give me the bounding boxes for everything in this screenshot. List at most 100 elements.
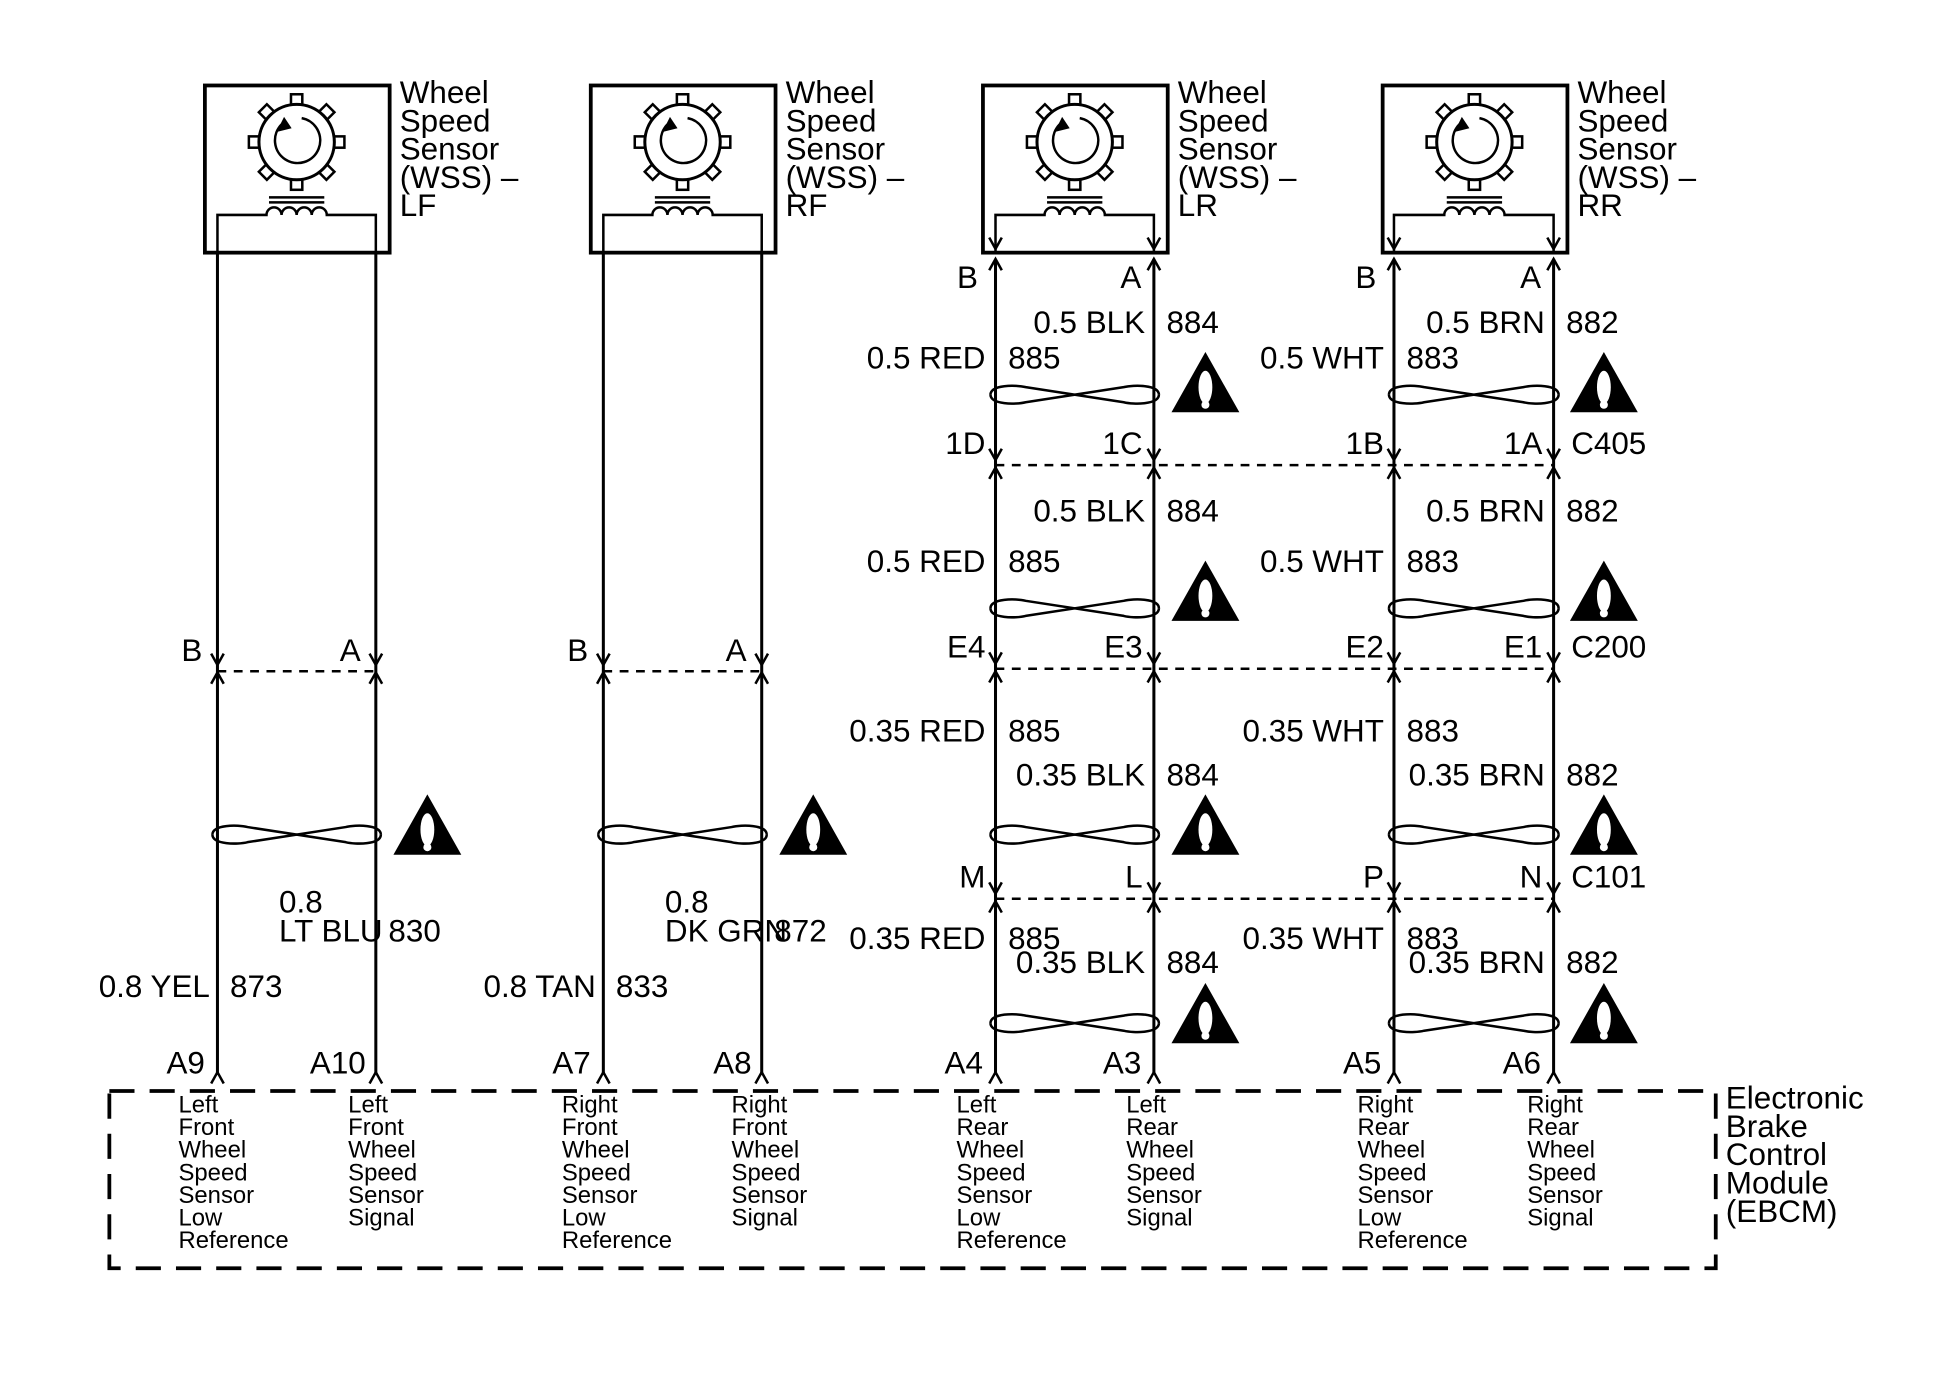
ebcm-pin-description: Reference <box>1358 1227 1468 1254</box>
sensor-title-line: Speed <box>1178 103 1269 138</box>
ebcm-pin-description: Reference <box>562 1227 672 1254</box>
connector-pin-chevron <box>1146 1069 1162 1085</box>
circuit-number: 885 <box>1008 340 1060 375</box>
connector-pin-chevron <box>754 669 770 685</box>
pin-label: E1 <box>1504 629 1542 664</box>
ebcm-pin-description: Sensor <box>1126 1182 1202 1209</box>
sensor-title-line: Wheel <box>1178 75 1267 110</box>
pin-label: M <box>959 859 985 894</box>
connector-pin-chevron <box>1386 465 1402 480</box>
connector-pin-chevron <box>368 669 384 685</box>
connector-pin-chevron <box>1146 898 1162 914</box>
ebcm-pin-description: Wheel <box>957 1137 1025 1164</box>
sensor-title-line: Sensor <box>1577 132 1677 167</box>
pin-label: A <box>726 633 747 668</box>
ebcm-pin-description: Low <box>957 1205 1002 1232</box>
circuit-number: 885 <box>1008 714 1060 749</box>
warning-exclamation-bar <box>1198 370 1213 404</box>
ebcm-pin-description: Wheel <box>562 1137 630 1164</box>
warning-icon <box>393 794 462 855</box>
ebcm-pin-description: Rear <box>1126 1114 1178 1141</box>
pin-label: B <box>181 633 202 668</box>
wire-gauge: 0.8 <box>665 885 709 920</box>
warning-exclamation-bar <box>1596 579 1611 613</box>
gear-icon <box>1035 102 1114 182</box>
connector-id: C101 <box>1571 859 1646 894</box>
connector-pin-chevron <box>1386 236 1402 252</box>
circuit-number: 883 <box>1407 921 1459 956</box>
warning-icon <box>1569 982 1638 1044</box>
connector-pin-chevron <box>210 1069 225 1085</box>
connector-pin-chevron <box>988 448 1003 463</box>
pin-label: 1C <box>1102 426 1142 461</box>
ebcm-pin-description: Speed <box>348 1159 417 1186</box>
circuit-number: 882 <box>1566 758 1618 793</box>
connector-pin-chevron <box>1146 448 1162 463</box>
sensor-title-line: RF <box>786 188 828 223</box>
ebcm-pin-description: Right <box>562 1091 618 1118</box>
warning-icon <box>1171 560 1240 621</box>
wire-gauge: 0.8 <box>279 885 323 920</box>
twisted-pair-strand <box>1387 598 1560 619</box>
wire-gauge: 0.35 BLK <box>1016 758 1145 793</box>
wire-gauge: 0.35 RED <box>849 921 985 956</box>
ebcm-pin-description: Speed <box>957 1159 1026 1186</box>
circuit-number: 882 <box>1566 945 1618 980</box>
sensor-title-line: Speed <box>400 103 491 138</box>
ebcm-pin-description: Wheel <box>1527 1137 1595 1164</box>
ebcm-pin-description: Right <box>732 1091 788 1118</box>
pin-label: L <box>1125 859 1142 894</box>
connector-pin-chevron <box>1146 465 1162 480</box>
ebcm-pin-description: Wheel <box>1358 1137 1426 1164</box>
connector-pin-chevron <box>988 668 1003 684</box>
sensor-title-line: Wheel <box>1577 75 1666 110</box>
connector-pin-chevron <box>754 1069 770 1085</box>
wire-gauge: 0.5 BRN <box>1426 494 1545 529</box>
connector-pin-chevron <box>988 881 1003 897</box>
connector-pin-chevron <box>368 1069 384 1085</box>
ebcm-module: ElectronicBrakeControlModule(EBCM)LeftFr… <box>107 1081 1864 1271</box>
sensor-title-line: (WSS) – <box>1178 160 1297 195</box>
warning-exclamation-bar <box>420 813 435 846</box>
circuit-number: 872 <box>774 913 826 948</box>
ebcm-pin-description: Left <box>957 1091 997 1118</box>
connector-pin-chevron <box>368 653 384 668</box>
pin-label: A <box>340 633 361 668</box>
ebcm-pin: A3 <box>1103 1045 1141 1080</box>
sensor-coil <box>994 206 1156 252</box>
wire-gauge: 0.5 BLK <box>1033 305 1145 340</box>
pin-label: B <box>957 260 978 295</box>
ebcm-pin-description: Rear <box>1358 1114 1410 1141</box>
pin-label: A <box>1520 260 1541 295</box>
warning-exclamation-dot <box>1599 400 1608 409</box>
wire-gauge: 0.35 WHT <box>1243 714 1384 749</box>
wire-gauge: 0.35 RED <box>849 714 985 749</box>
ebcm-pin: A8 <box>713 1045 751 1080</box>
connector-pin-chevron <box>1386 898 1402 914</box>
ebcm-pin-description: Wheel <box>348 1137 416 1164</box>
twisted-pair-strand <box>989 598 1161 619</box>
ebcm-pin-description: Right <box>1358 1091 1414 1118</box>
connector-pin-chevron <box>595 1069 611 1085</box>
sensor-title-line: LR <box>1178 188 1218 223</box>
connector-pin-chevron <box>1386 448 1402 463</box>
connector-pin-chevron <box>988 651 1003 667</box>
sensor-coil <box>602 206 763 252</box>
pin-label: 1B <box>1345 426 1383 461</box>
circuit-number: 883 <box>1407 714 1459 749</box>
sensor-title-line: Sensor <box>786 132 886 167</box>
ebcm-pin-description: Rear <box>957 1114 1009 1141</box>
ebcm-pin-description: Sensor <box>732 1182 808 1209</box>
twisted-pair-strand <box>989 824 1161 845</box>
pin-label: 1D <box>945 426 985 461</box>
connector-id: C200 <box>1571 629 1646 664</box>
ebcm-pin-description: Signal <box>348 1205 414 1232</box>
warning-icon <box>779 794 848 855</box>
sensor-title-line: (WSS) – <box>786 160 905 195</box>
ebcm-pin-description: Signal <box>1527 1205 1593 1232</box>
ebcm-pin: A5 <box>1343 1045 1381 1080</box>
sensor-title-line: Sensor <box>400 132 500 167</box>
